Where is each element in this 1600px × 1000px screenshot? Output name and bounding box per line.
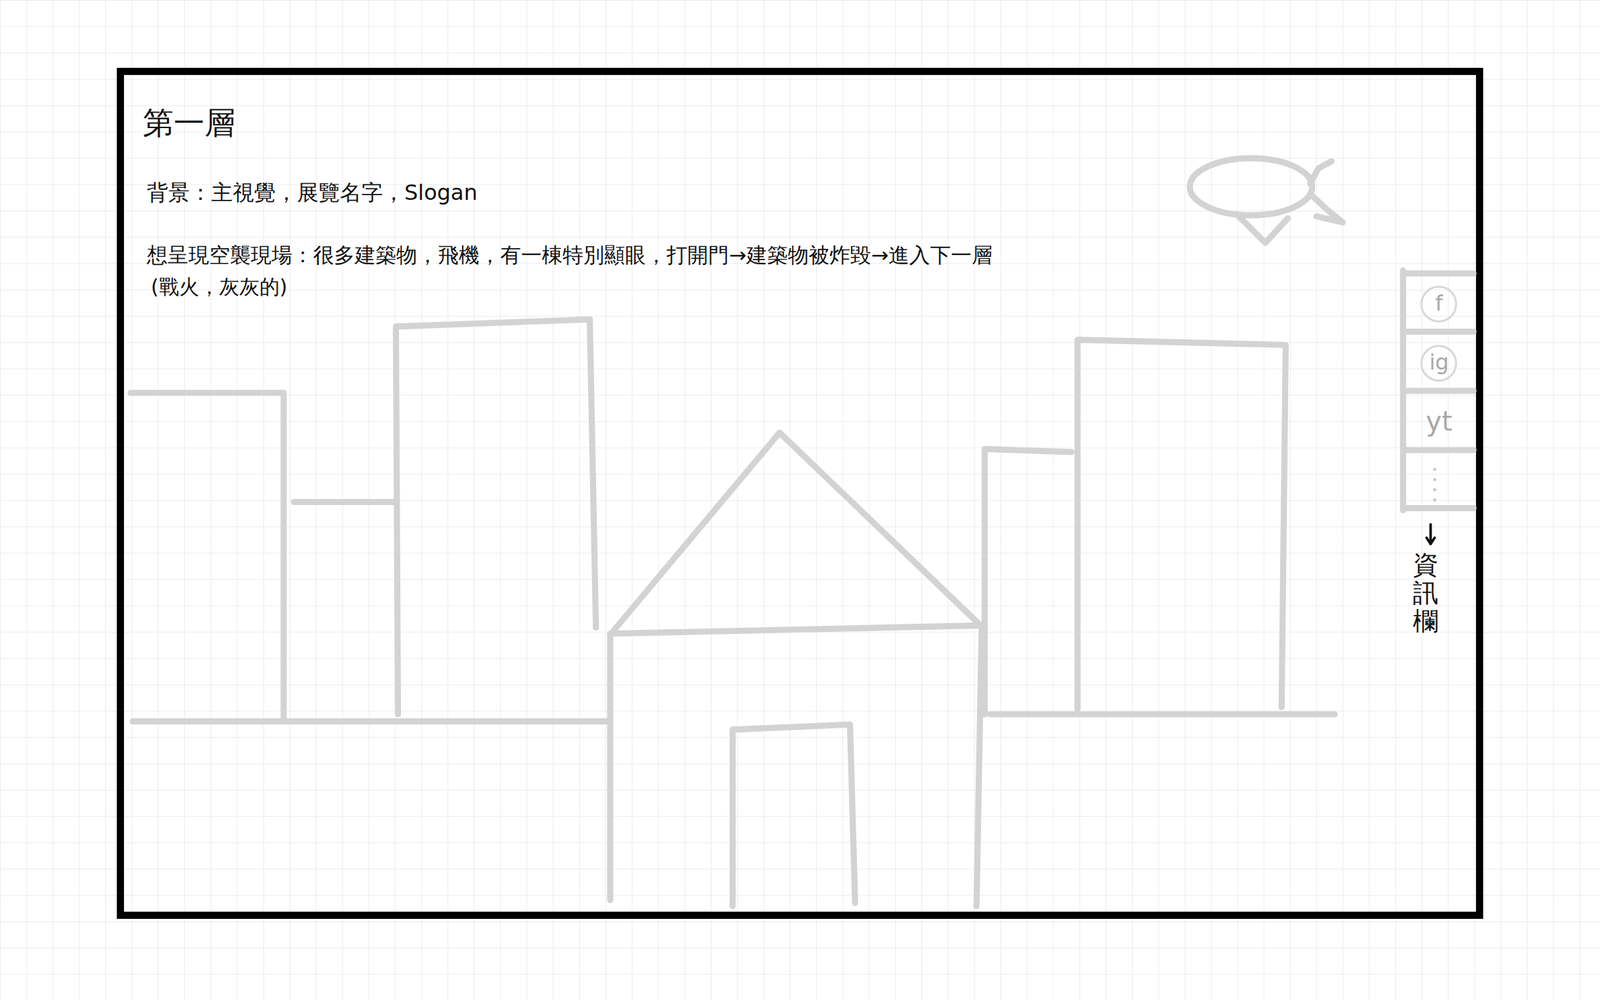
mood-note: (戰火，灰灰的) — [150, 274, 288, 300]
scene-note: 想呈現空襲現場：很多建築物，飛機，有一棟特別顯眼，打開門→建築物被炸毀→進入下一… — [146, 242, 993, 268]
youtube-icon: yt — [1404, 392, 1474, 450]
icon-circles — [1421, 287, 1457, 381]
instagram-icon: ig — [1404, 333, 1474, 391]
city-buildings — [130, 319, 1336, 906]
facebook-icon: f — [1404, 274, 1474, 332]
more-dots — [1433, 467, 1437, 502]
icon-text: ig — [1429, 351, 1449, 373]
pointer-arrow — [1426, 524, 1435, 544]
info-sidebar — [1402, 270, 1474, 511]
icon-text: f — [1435, 292, 1443, 314]
sidebar-label: 資訊欄 — [1412, 551, 1439, 636]
background-note: 背景：主視覺，展覽名字，Slogan — [146, 179, 478, 206]
icon-text: yt — [1425, 407, 1452, 435]
layer-title: 第一層 — [142, 104, 236, 142]
airship — [1189, 158, 1343, 243]
page-frame — [120, 71, 1480, 916]
